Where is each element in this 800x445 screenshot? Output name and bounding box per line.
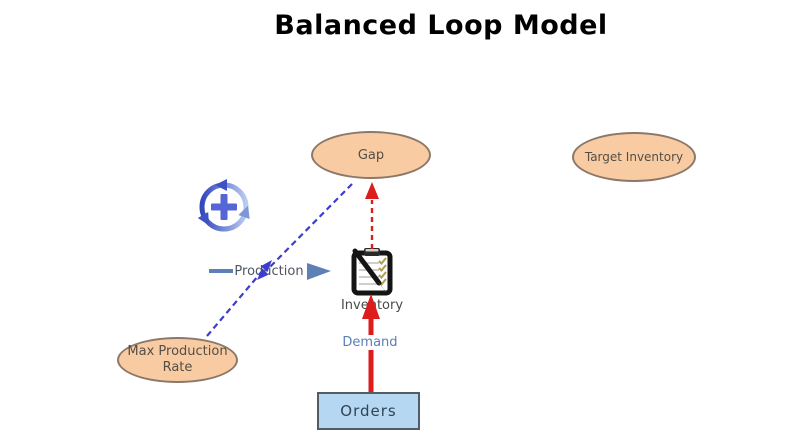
plus-icon	[211, 194, 237, 220]
node-gap[interactable]: Gap	[311, 131, 431, 179]
node-target-inventory[interactable]: Target Inventory	[572, 132, 696, 182]
link-inventory-to-gap	[365, 182, 379, 249]
inventory-stock-label: Inventory	[340, 298, 404, 313]
pen-icon	[352, 248, 386, 292]
circular-arrows-plus-icon[interactable]	[196, 179, 252, 235]
node-orders[interactable]: Orders	[317, 392, 420, 430]
demand-flow-label: Demand	[338, 335, 402, 350]
node-max-production-rate[interactable]: Max Production Rate	[117, 337, 238, 383]
clipboard-pen-icon[interactable]	[346, 247, 400, 297]
node-orders-label: Orders	[340, 402, 397, 420]
node-target-inventory-label: Target Inventory	[584, 150, 684, 164]
node-max-production-rate-label: Max Production Rate	[127, 344, 228, 375]
node-gap-label: Gap	[357, 147, 385, 163]
diagram-title: Balanced Loop Model	[274, 10, 608, 41]
loop-ring	[197, 179, 250, 232]
production-flow-label: Production	[234, 264, 304, 279]
